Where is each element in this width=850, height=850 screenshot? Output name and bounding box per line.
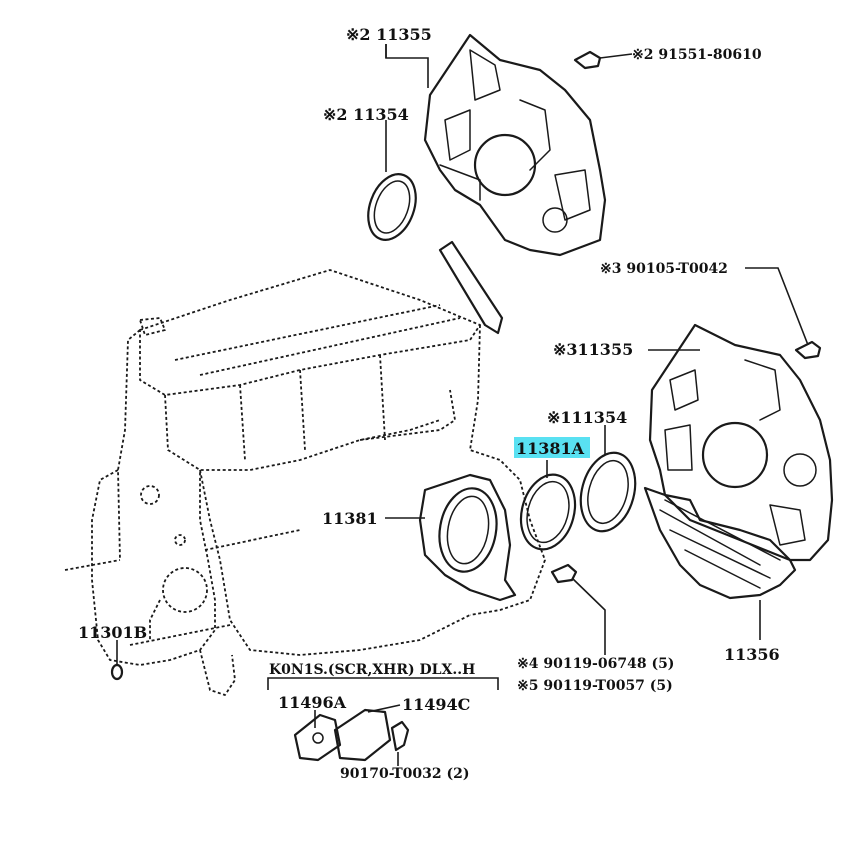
label-11354-top: ※2 11354 xyxy=(323,105,409,124)
label-11381A: 11381A xyxy=(516,439,585,458)
bolt-retainer xyxy=(550,563,578,584)
label-11355-right: ※311355 xyxy=(553,340,633,359)
cover-11356 xyxy=(643,486,797,600)
label-11494C: 11494C xyxy=(402,695,470,714)
bolt-90170 xyxy=(390,720,410,752)
callout-labels: ※2 11355 ※2 11354 ※2 91551-80610 ※3 9010… xyxy=(78,25,780,782)
bolt-right xyxy=(794,340,822,360)
gasket-11494C xyxy=(333,708,392,762)
label-11354-right: ※111354 xyxy=(547,408,627,427)
gasket-11496A xyxy=(293,713,342,762)
oil-seal-11381A xyxy=(519,473,577,551)
label-11381: 11381 xyxy=(322,509,378,528)
rear-end-plate-top xyxy=(423,33,607,257)
seal-retainer-11381 xyxy=(418,473,517,602)
label-11496A: 11496A xyxy=(278,693,347,712)
label-90170: 90170-T0032 (2) xyxy=(340,766,469,782)
oil-seal-right xyxy=(579,451,637,533)
label-bolt-5: ※5 90119-T0057 (5) xyxy=(517,678,673,694)
highlight-box xyxy=(514,437,590,458)
label-11355-top: ※2 11355 xyxy=(346,25,432,44)
label-note-bracket: K0N1S.(SCR,XHR) DLX..H xyxy=(269,662,475,678)
label-11356: 11356 xyxy=(724,645,780,664)
leader-lines xyxy=(116,44,809,766)
oil-seal-top xyxy=(367,173,417,241)
label-bolt-top: ※2 91551-80610 xyxy=(632,47,762,63)
direction-arrow xyxy=(438,240,504,335)
bolt-top xyxy=(573,50,602,70)
plug-11301B xyxy=(110,663,124,681)
rear-end-plate-right xyxy=(648,323,834,562)
label-bolt-right: ※3 90105-T0042 xyxy=(600,261,728,277)
label-11301B: 11301B xyxy=(78,623,147,642)
label-bolt-4: ※4 90119-06748 (5) xyxy=(517,656,674,672)
